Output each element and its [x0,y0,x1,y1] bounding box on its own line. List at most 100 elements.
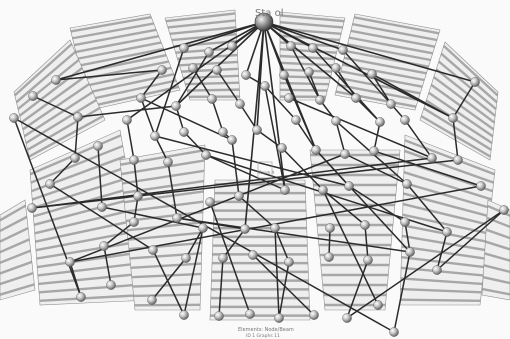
graph-node [400,115,409,124]
graph-node [315,95,324,104]
graph-node [97,202,106,211]
graph-node [207,94,216,103]
graph-node [260,81,269,90]
graph-node [363,255,372,264]
seat-row [280,90,327,91]
graph-node [270,223,279,232]
graph-node [284,93,293,102]
top-label: Sta ol [255,8,283,19]
graph-node [218,253,227,262]
graph-node [286,41,295,50]
graph-node [324,252,333,261]
graph-node [400,217,409,226]
graph-node [235,99,244,108]
graph-node [227,41,236,50]
caption-line-2: ID 1 Graphs 11 [246,333,280,339]
graph-node [212,65,221,74]
graph-node [427,153,436,162]
graph-node [241,70,250,79]
graph-node [234,191,243,200]
graph-node [214,311,223,320]
graph-node [402,179,411,188]
graph-node [311,145,320,154]
graph-node [386,99,395,108]
graph-node [179,310,188,319]
graph-node [277,143,286,152]
center-block-label: Room A [259,170,275,175]
graph-node [248,250,257,259]
graph-node [218,127,227,136]
graph-node [179,43,188,52]
graph-node [240,224,249,233]
graph-node [65,257,74,266]
edge-line [127,120,134,160]
graph-node [340,149,349,158]
graph-node [432,265,441,274]
graph-node [291,115,300,124]
graph-node [171,101,180,110]
graph-node [205,197,214,206]
graph-node [51,75,60,84]
seating-section [120,145,205,310]
graph-node [245,309,254,318]
graph-node [499,205,508,214]
graph-node [389,327,398,336]
graph-node [453,155,462,164]
graph-node [284,257,293,266]
graph-node [9,113,18,122]
graph-node [204,47,213,56]
graph-node [172,213,181,222]
graph-node [342,313,351,322]
graph-node [476,181,485,190]
graph-node [148,245,157,254]
graph-node [279,70,288,79]
seating-section [335,14,440,110]
graph-node [252,125,261,134]
graph-node [99,241,108,250]
graph-node [27,203,36,212]
graph-node [181,253,190,262]
edge-line [212,99,223,132]
graph-node [133,191,142,200]
graph-node [28,91,37,100]
graph-node [188,63,197,72]
graph-node [93,141,102,150]
graph-node [70,153,79,162]
graph-node [106,280,115,289]
graph-node [129,155,138,164]
graph-node [351,93,360,102]
seating-section [0,200,35,300]
graph-node [344,181,353,190]
graph-node [360,220,369,229]
graph-node [442,227,451,236]
graph-node [367,69,376,78]
graph-node [304,67,313,76]
graph-node [147,295,156,304]
graph-node [136,93,145,102]
graph-node [373,300,382,309]
graph-node [129,217,138,226]
graph-node [308,43,317,52]
graph-node [375,117,384,126]
graph-node [198,223,207,232]
graph-node [157,65,166,74]
graph-node [318,185,327,194]
graph-node [45,179,54,188]
graph-node [179,127,188,136]
seat-row [400,300,480,301]
graph-node [448,113,457,122]
seating-blocks [0,10,510,320]
graph-node [150,131,159,140]
graph-node [227,135,236,144]
graph-node [122,115,131,124]
graph-node [338,45,347,54]
graph-node [73,112,82,121]
graph-node [331,116,340,125]
graph-node [201,150,210,159]
seat-row [134,295,201,296]
caption-line-1: Elements: Node/Beam [238,327,294,333]
graph-node [470,77,479,86]
graph-node [369,146,378,155]
